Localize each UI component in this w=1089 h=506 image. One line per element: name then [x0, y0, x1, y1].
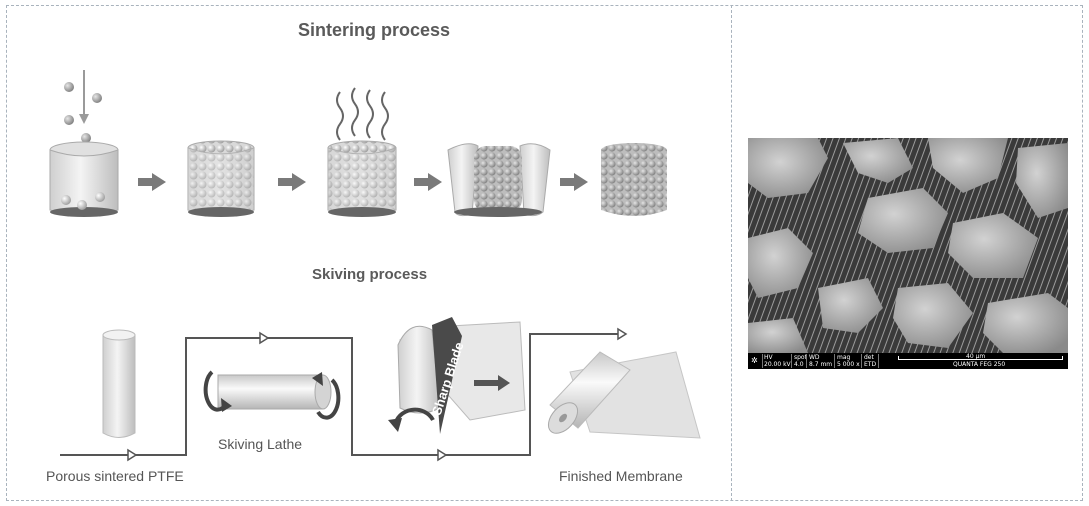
sem-header-det: det: [864, 354, 874, 361]
skiving-lathe: [203, 370, 341, 420]
sem-instrument: QUANTA FEG 250: [953, 361, 1006, 368]
flow-arrowhead: [617, 327, 628, 341]
sem-value-spot: 4.0: [794, 361, 804, 368]
flow-arrowhead: [259, 331, 270, 345]
sem-value-hv: 20.00 kV: [764, 361, 791, 368]
sem-header-spot: spot: [794, 354, 807, 361]
sem-value-det: ETD: [864, 361, 877, 368]
sinter-step-powder: [49, 70, 119, 217]
ptfe-rod: [102, 329, 136, 438]
sharp-blade-step: Sharp Blade: [388, 317, 526, 434]
sinter-step-packed: [187, 140, 255, 217]
flow-arrowhead: [127, 448, 138, 462]
sinter-arrow-1: [138, 173, 166, 191]
flow-arrowhead: [437, 448, 448, 462]
skiving-lathe-label: Skiving Lathe: [218, 436, 303, 452]
finished-membrane-roll: [547, 351, 701, 439]
sinter-arrow-4: [560, 173, 588, 191]
sharp-blade: [432, 317, 462, 434]
sinter-step-billet: [601, 143, 667, 216]
sem-scale-label: 40 µm: [966, 353, 986, 360]
skiving-title: Skiving process: [312, 266, 428, 283]
finished-membrane-label: Finished Membrane: [559, 468, 683, 484]
process-diagram: Sharp Blade: [49, 70, 701, 462]
panel-divider: [731, 5, 732, 501]
figure-frame: [6, 5, 1083, 501]
sinter-arrow-2: [278, 173, 306, 191]
sintering-title: Sintering process: [298, 20, 451, 40]
sem-logo-icon: ✲: [751, 356, 758, 365]
sinter-step-demold: [447, 143, 551, 217]
sinter-step-heating: [327, 87, 397, 217]
skiving-flow-line: [60, 333, 625, 456]
sem-value-wd: 8.7 mm: [809, 361, 833, 368]
porous-ptfe-label: Porous sintered PTFE: [46, 468, 184, 484]
sem-header-mag: mag: [837, 354, 851, 361]
sinter-arrow-3: [414, 173, 442, 191]
sem-scale-bar: [898, 356, 1063, 360]
sem-micrograph: [748, 138, 1068, 353]
sem-header-wd: WD: [809, 354, 820, 361]
sem-header-hv: HV: [764, 354, 773, 361]
sem-value-mag: 5 000 x: [837, 361, 860, 368]
